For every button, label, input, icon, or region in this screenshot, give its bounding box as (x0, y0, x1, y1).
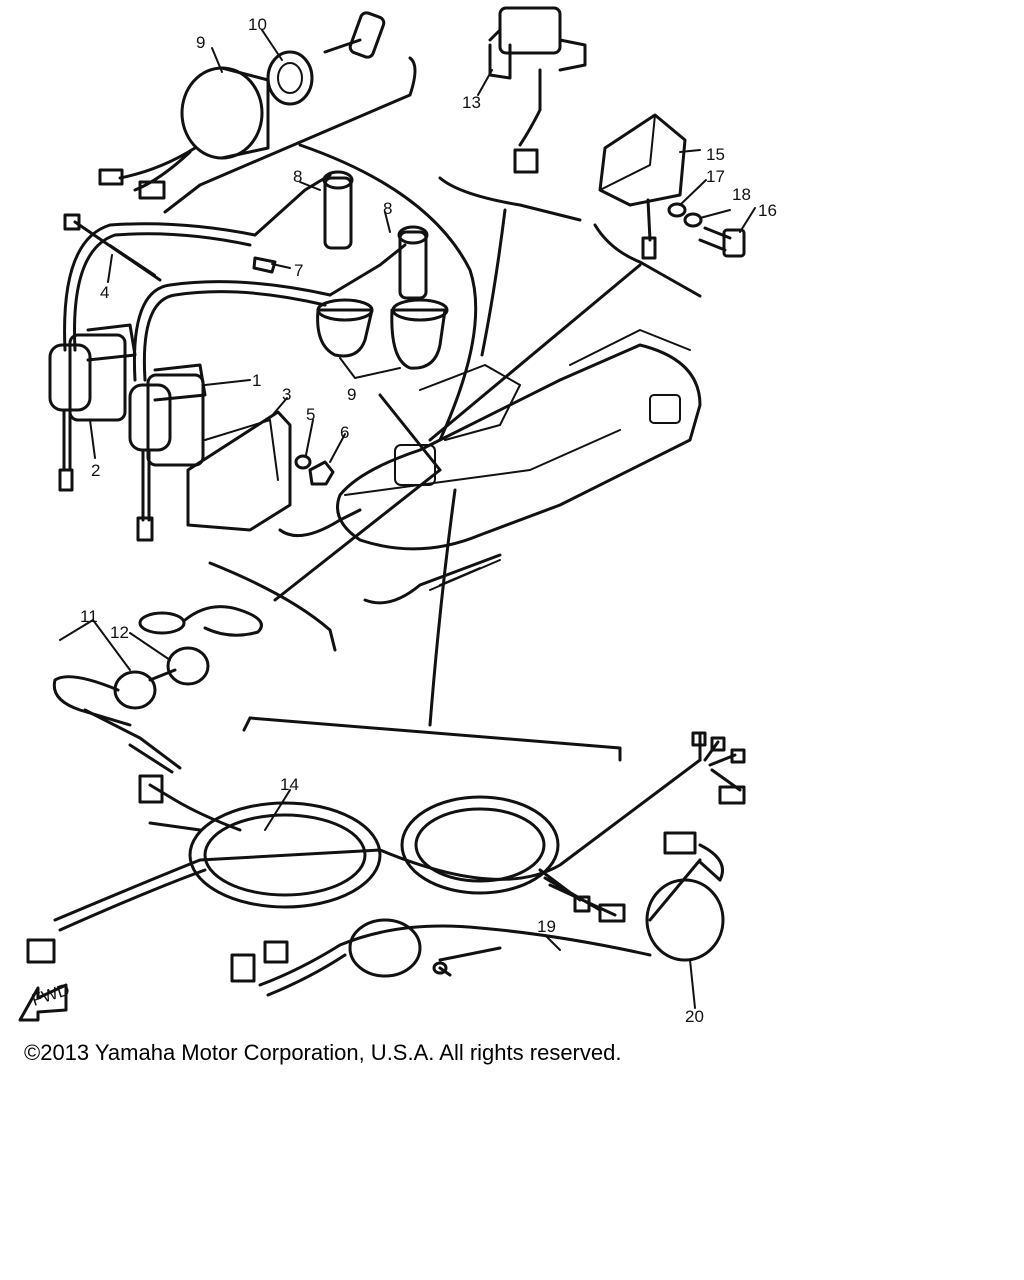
pointer-line (298, 143, 478, 442)
callout-14: 13 (462, 93, 481, 112)
callout-19: 18 (732, 185, 751, 204)
pointer-line (480, 208, 507, 357)
parts-diagram: FWD 9 10 13 15 17 18 16 8 8 4 (18, 6, 777, 1026)
callout-11: 10 (248, 15, 267, 34)
callout-8a: 8 (293, 167, 302, 186)
callout-21: 20 (685, 1007, 704, 1026)
callout-9: 9 (347, 385, 356, 404)
callout-15: 14 (280, 775, 299, 794)
callout-6: 6 (340, 423, 349, 442)
sub-harness-group (230, 831, 725, 997)
callout-20: 19 (537, 917, 556, 936)
plug-cap-group (253, 170, 449, 370)
ignition-switch-group (98, 11, 417, 214)
relay-group (438, 6, 587, 222)
wire-harness-group (26, 716, 746, 964)
callout-1: 1 (252, 371, 261, 390)
callout-8b: 8 (383, 199, 392, 218)
callout-16: 15 (706, 145, 725, 164)
callout-13: 12 (110, 623, 129, 642)
callout-12: 11 (80, 607, 98, 626)
kill-switch-group (52, 561, 337, 774)
ignition-coil-group (48, 222, 332, 542)
pointer-line (428, 488, 457, 727)
callout-4: 4 (100, 283, 109, 302)
bracket-group (186, 410, 335, 532)
fwd-arrow: FWD (18, 980, 72, 1022)
callout-17: 16 (758, 201, 777, 220)
callout-7: 7 (294, 261, 303, 280)
callout-5: 5 (306, 405, 315, 424)
callout-3: 3 (282, 385, 291, 404)
pointer-line (428, 263, 642, 442)
callouts: 9 10 13 15 17 18 16 8 8 4 7 1 3 9 5 6 2 … (80, 15, 777, 1026)
regulator-group (593, 113, 746, 298)
callout-2: 2 (91, 461, 100, 480)
leader-lines (59, 29, 756, 1009)
callout-18: 17 (706, 167, 725, 186)
bolt-group (63, 213, 277, 282)
copyright-notice: ©2013 Yamaha Motor Corporation, U.S.A. A… (24, 1040, 622, 1065)
callout-10: 9 (196, 33, 205, 52)
pointer-line (378, 393, 442, 472)
snowmobile (278, 329, 702, 605)
pointer-line (273, 468, 442, 602)
